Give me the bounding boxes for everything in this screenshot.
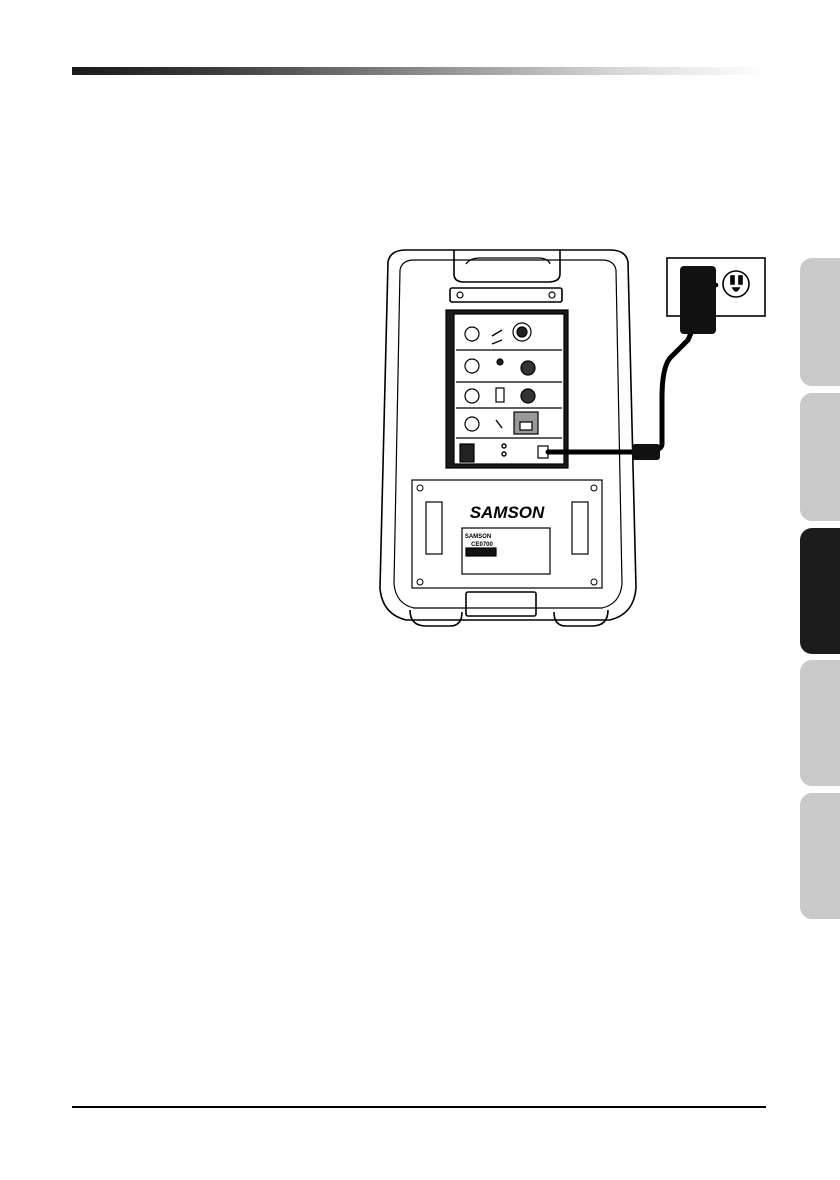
- rear-label-plate: [412, 480, 602, 588]
- ce-mark-text: CE0700: [471, 542, 493, 548]
- speaker-power-connection-illustration: SAMSON SAMSON CE0700: [370, 248, 770, 630]
- cable-ferrite-bead: [632, 444, 660, 460]
- power-adapter: [680, 266, 716, 334]
- label-header-text: SAMSON: [465, 534, 491, 540]
- handle-plate-screws: [457, 292, 555, 298]
- section-tab-2[interactable]: [800, 393, 840, 521]
- rear-control-panel: [446, 310, 568, 468]
- section-tab-4[interactable]: [800, 660, 840, 786]
- speaker-brand-logo: SAMSON: [470, 503, 545, 522]
- footer-rule: [72, 1106, 766, 1108]
- header-gradient-bar: [72, 67, 766, 75]
- section-tab-1[interactable]: [800, 258, 840, 386]
- section-tab-3-active[interactable]: [800, 528, 840, 654]
- section-tab-5[interactable]: [800, 793, 840, 919]
